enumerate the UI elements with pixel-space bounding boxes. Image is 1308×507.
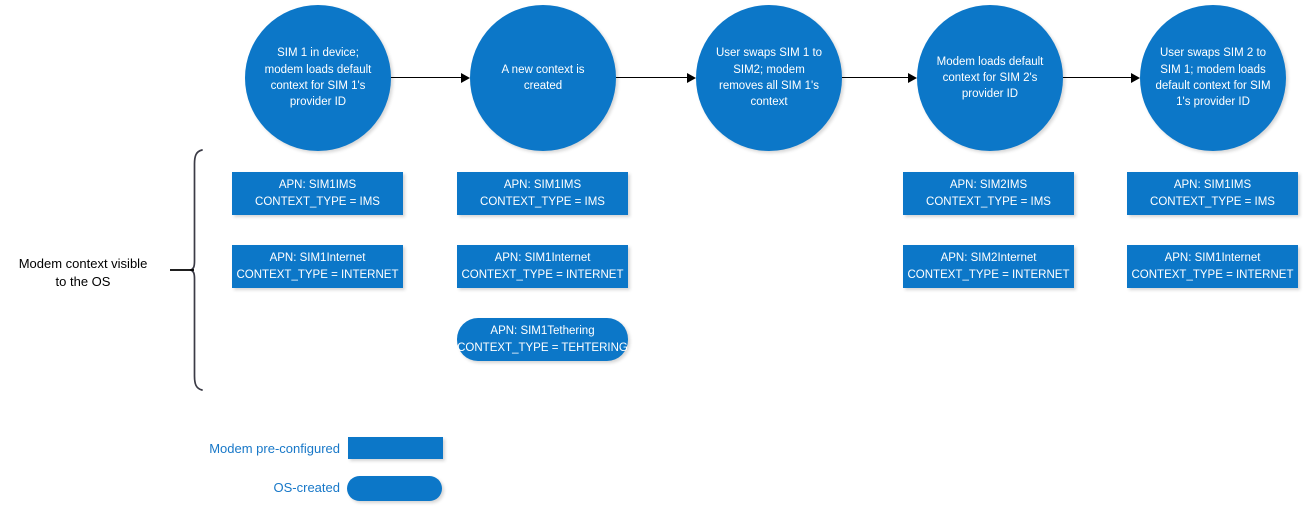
flow-step-4: Modem loads default context for SIM 2's … [917, 5, 1063, 151]
connector-arrow-1-to-2 [391, 72, 470, 84]
context-box-apn: APN: SIM1Internet [1164, 251, 1261, 264]
context-box-type: CONTEXT_TYPE = IMS [926, 195, 1051, 208]
context-box-type: CONTEXT_TYPE = IMS [255, 195, 380, 208]
modem-context-brace-label: Modem context visible to the OS [0, 255, 166, 292]
flow-step-3-label: User swaps SIM 1 to SIM2; modem removes … [715, 47, 823, 109]
modem-context-brace [160, 148, 204, 398]
context-box-sim2internet-col4: APN: SIM2Internet CONTEXT_TYPE = INTERNE… [903, 245, 1074, 288]
flow-step-2: A new context is created [470, 5, 616, 151]
context-box-sim1internet-col1: APN: SIM1Internet CONTEXT_TYPE = INTERNE… [232, 245, 403, 288]
context-box-sim1internet-col5: APN: SIM1Internet CONTEXT_TYPE = INTERNE… [1127, 245, 1298, 288]
brace-label-line-2: to the OS [55, 274, 111, 290]
brace-label-line-1: Modem context visible [18, 256, 148, 271]
context-box-apn: APN: SIM1Internet [494, 251, 591, 264]
curly-brace-icon [170, 149, 203, 391]
context-box-apn: APN: SIM1IMS [278, 178, 357, 191]
connector-arrow-3-to-4 [842, 72, 917, 84]
context-box-sim1ims-col5: APN: SIM1IMS CONTEXT_TYPE = IMS [1127, 172, 1298, 215]
context-box-type: CONTEXT_TYPE = IMS [480, 195, 605, 208]
context-box-sim2ims-col4: APN: SIM2IMS CONTEXT_TYPE = IMS [903, 172, 1074, 215]
connector-arrow-4-to-5 [1063, 72, 1140, 84]
context-box-type: CONTEXT_TYPE = IMS [1150, 195, 1275, 208]
context-box-type: CONTEXT_TYPE = INTERNET [461, 268, 624, 281]
context-box-apn: APN: SIM1Internet [269, 251, 366, 264]
context-box-type: CONTEXT_TYPE = INTERNET [907, 268, 1070, 281]
flow-step-4-label: Modem loads default context for SIM 2's … [936, 55, 1044, 101]
legend-label-os-created: OS-created [273, 480, 340, 495]
context-box-apn: APN: SIM1Tethering [490, 324, 595, 337]
flow-step-3: User swaps SIM 1 to SIM2; modem removes … [696, 5, 842, 151]
context-box-apn: APN: SIM2Internet [940, 251, 1037, 264]
connector-arrow-2-to-3 [616, 72, 696, 84]
context-box-apn: APN: SIM2IMS [949, 178, 1028, 191]
context-box-sim1internet-col2: APN: SIM1Internet CONTEXT_TYPE = INTERNE… [457, 245, 628, 288]
flow-step-1: SIM 1 in device; modem loads default con… [245, 5, 391, 151]
context-box-apn: APN: SIM1IMS [503, 178, 582, 191]
flow-step-5-label: User swaps SIM 2 to SIM 1; modem loads d… [1155, 47, 1271, 109]
context-box-type: CONTEXT_TYPE = INTERNET [236, 268, 399, 281]
flow-step-5: User swaps SIM 2 to SIM 1; modem loads d… [1140, 5, 1286, 151]
legend-swatch-os-created [347, 476, 442, 501]
context-box-sim1ims-col2: APN: SIM1IMS CONTEXT_TYPE = IMS [457, 172, 628, 215]
legend-swatch-modem-preconfigured [348, 437, 443, 459]
context-box-sim1ims-col1: APN: SIM1IMS CONTEXT_TYPE = IMS [232, 172, 403, 215]
context-box-apn: APN: SIM1IMS [1173, 178, 1252, 191]
flow-step-2-label: A new context is created [501, 63, 585, 92]
context-box-type: CONTEXT_TYPE = TEHTERING [457, 341, 628, 354]
context-box-sim1tethering-col2: APN: SIM1Tethering CONTEXT_TYPE = TEHTER… [457, 318, 628, 361]
context-box-type: CONTEXT_TYPE = INTERNET [1131, 268, 1294, 281]
flow-step-1-label: SIM 1 in device; modem loads default con… [264, 47, 372, 109]
legend-label-modem-preconfigured: Modem pre-configured [209, 441, 340, 456]
